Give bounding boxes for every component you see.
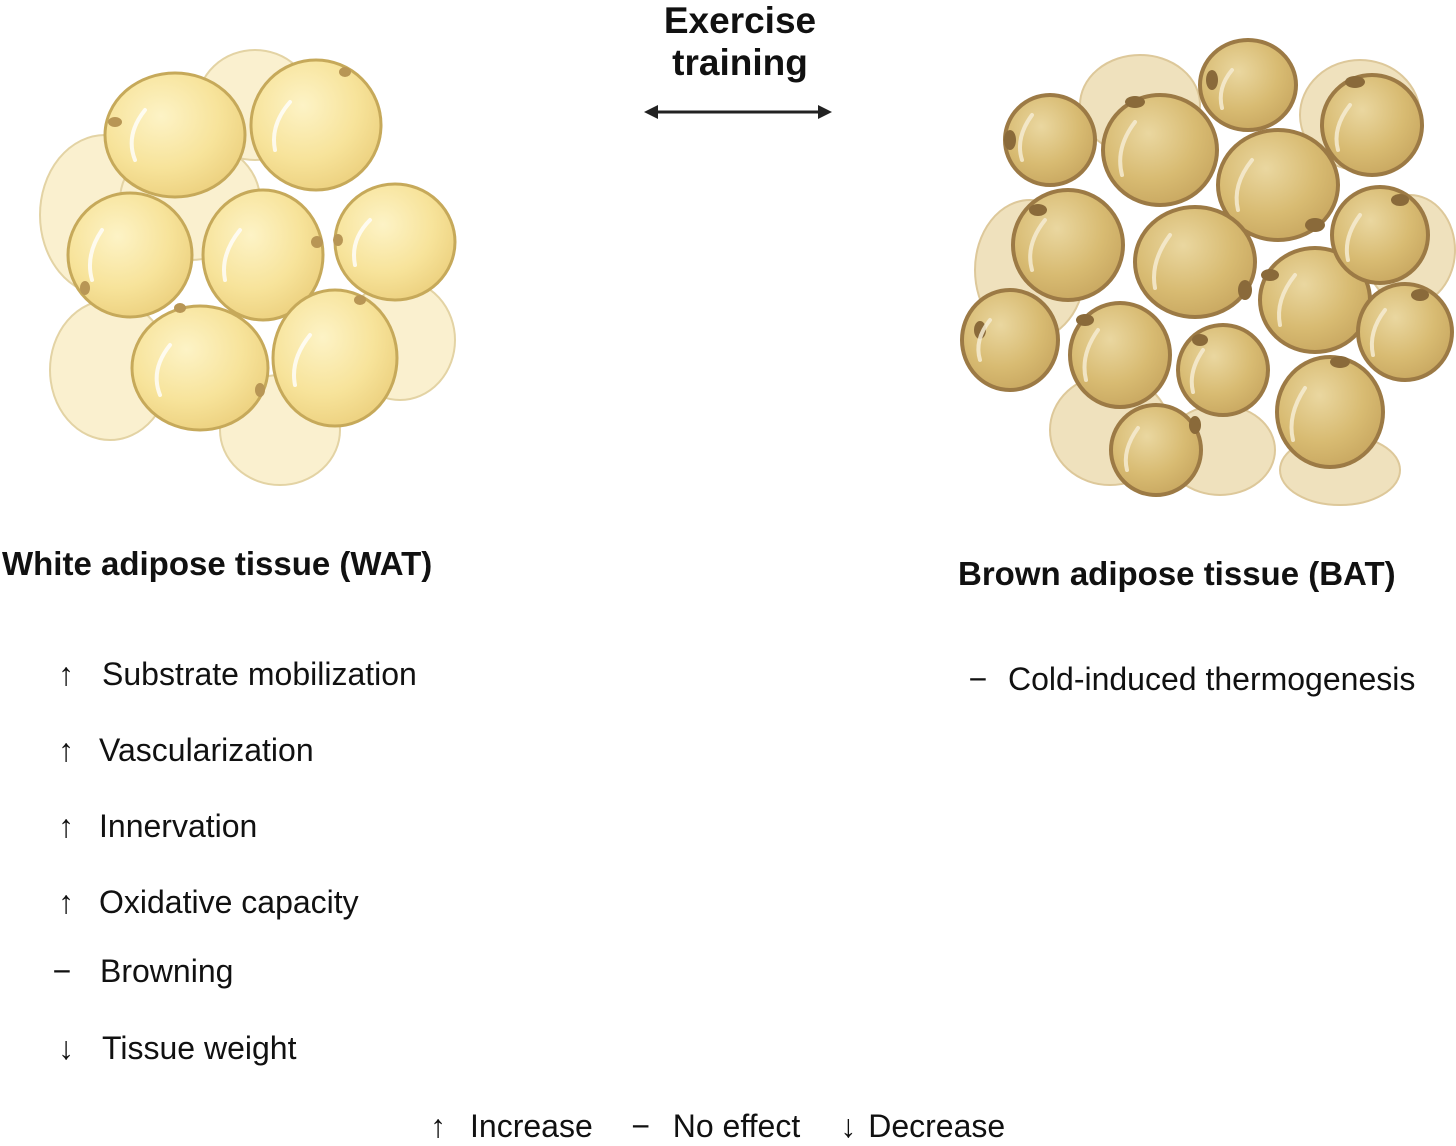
effect-label: Oxidative capacity — [99, 884, 359, 920]
legend: ↑ Increase − No effect ↓ Decrease — [424, 1106, 1005, 1146]
effect-label: Innervation — [99, 808, 258, 844]
effect-symbol: − — [52, 953, 72, 989]
effect-label: Substrate mobilization — [102, 656, 417, 692]
wat-cell-cluster-illustration — [39, 49, 457, 486]
effect-symbol: ↑ — [58, 732, 74, 768]
exercise-training-title: Exercise training — [600, 0, 880, 84]
wat-effect-row: ↓ Tissue weight — [52, 1028, 296, 1068]
effect-label: Vascularization — [99, 732, 314, 768]
legend-label: Decrease — [868, 1108, 1006, 1144]
legend-item-no-effect: − No effect — [627, 1106, 800, 1146]
legend-symbol: ↑ — [430, 1108, 446, 1144]
title-line-2: training — [672, 42, 808, 83]
wat-effect-row: ↑ Innervation — [52, 806, 257, 846]
effect-label: Browning — [100, 953, 234, 989]
legend-symbol: − — [631, 1108, 651, 1144]
bat-title: Brown adipose tissue (BAT) — [958, 555, 1396, 592]
effect-symbol: ↑ — [58, 656, 74, 692]
bat-cell-cluster-illustration — [960, 38, 1456, 506]
wat-effect-row: ↑ Substrate mobilization — [52, 654, 417, 694]
legend-item-decrease: ↓ Decrease — [834, 1106, 1005, 1146]
double-arrow-icon — [644, 105, 832, 119]
wat-effect-row: − Browning — [48, 951, 234, 991]
wat-effect-row: ↑ Vascularization — [52, 730, 314, 770]
effect-symbol: ↑ — [58, 808, 74, 844]
wat-effect-row: ↑ Oxidative capacity — [52, 882, 359, 922]
effect-label: Cold-induced thermogenesis — [1008, 661, 1416, 697]
effect-label: Tissue weight — [102, 1030, 297, 1066]
legend-item-increase: ↑ Increase — [424, 1106, 593, 1146]
legend-label: Increase — [470, 1108, 593, 1144]
effect-symbol: ↑ — [58, 884, 74, 920]
bat-effect-row: − Cold-induced thermogenesis — [964, 659, 1416, 699]
wat-title: White adipose tissue (WAT) — [2, 545, 433, 582]
effect-symbol: − — [968, 661, 988, 697]
legend-label: No effect — [672, 1108, 801, 1144]
legend-symbol: ↓ — [840, 1108, 857, 1144]
title-line-1: Exercise — [663, 0, 817, 41]
effect-symbol: ↓ — [58, 1030, 74, 1066]
